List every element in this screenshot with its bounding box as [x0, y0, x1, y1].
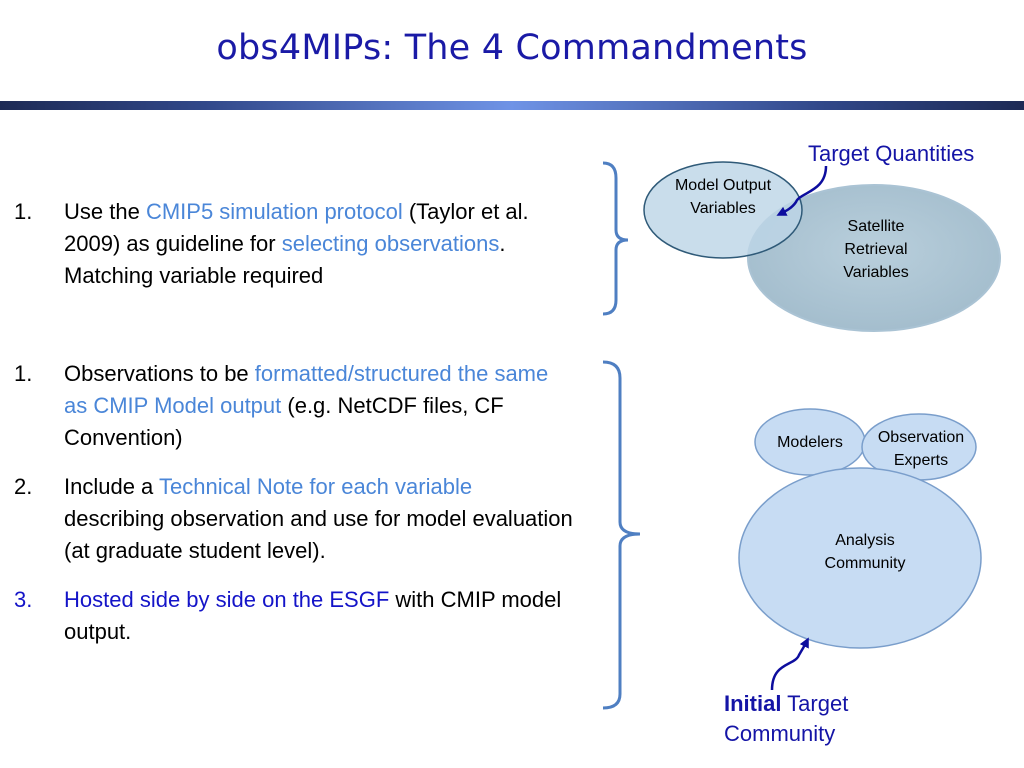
list-item: 1. Use the CMIP5 simulation protocol (Ta…: [14, 196, 574, 292]
model-output-ellipse: [643, 161, 803, 259]
caption-bold: Initial: [724, 691, 782, 716]
model-output-label: Model Output Variables: [674, 177, 772, 217]
satellite-ellipse: [747, 184, 1001, 332]
item-text: (Taylor et al. 2009) as guideline for: [64, 199, 529, 256]
list-number: 2.: [14, 474, 33, 499]
item-highlight: CMIP5 simulation protocol: [145, 199, 403, 224]
top-bracket: [602, 161, 629, 316]
item-highlight: selecting observations: [281, 231, 500, 256]
observation-experts-label: Observation Experts: [877, 429, 965, 469]
item-highlight: Hosted side by side on the ESGF: [64, 587, 390, 612]
initial-community-arrow: [770, 637, 809, 691]
item-text: Use the: [64, 199, 146, 224]
item-highlight: Technical Note for each variable: [159, 474, 473, 499]
list-item: 1. Observations to be formatted/structur…: [14, 358, 574, 454]
list-number: 3.: [14, 587, 33, 612]
item-highlight: formatted/structured the same as CMIP Mo…: [64, 361, 549, 418]
satellite-label: Satellite Retrieval Variables: [843, 218, 909, 281]
list-number: 1.: [14, 199, 33, 224]
modelers-label: Modelers: [777, 434, 843, 451]
list-item: 2. Include a Technical Note for each var…: [14, 471, 574, 567]
title-divider: [0, 101, 1024, 110]
initial-target-community-label: Initial Target Community: [724, 689, 894, 749]
target-quantities-label: Target Quantities: [808, 141, 975, 166]
target-quantities-arrow: [776, 165, 828, 216]
caption-rest: Target Community: [724, 691, 849, 746]
bottom-commandment-list: 1. Observations to be formatted/structur…: [14, 358, 574, 665]
top-commandment-list: 1. Use the CMIP5 simulation protocol (Ta…: [14, 196, 574, 292]
analysis-community-label: Analysis Community: [824, 532, 906, 572]
item-text: . Matching variable required: [64, 231, 506, 288]
item-text: with CMIP model output.: [64, 587, 562, 644]
item-text: Observations to be: [64, 361, 255, 386]
item-text: (e.g. NetCDF files, CF Convention): [64, 393, 504, 450]
bottom-bracket: [602, 360, 641, 710]
item-text: Include a: [64, 474, 160, 499]
analysis-community-ellipse: [738, 467, 982, 649]
list-item: 3. Hosted side by side on the ESGF with …: [14, 584, 574, 648]
list-number: 1.: [14, 361, 33, 386]
slide-title: obs4MIPs: The 4 Commandments: [216, 28, 808, 68]
item-text: describing observation and use for model…: [64, 506, 573, 563]
